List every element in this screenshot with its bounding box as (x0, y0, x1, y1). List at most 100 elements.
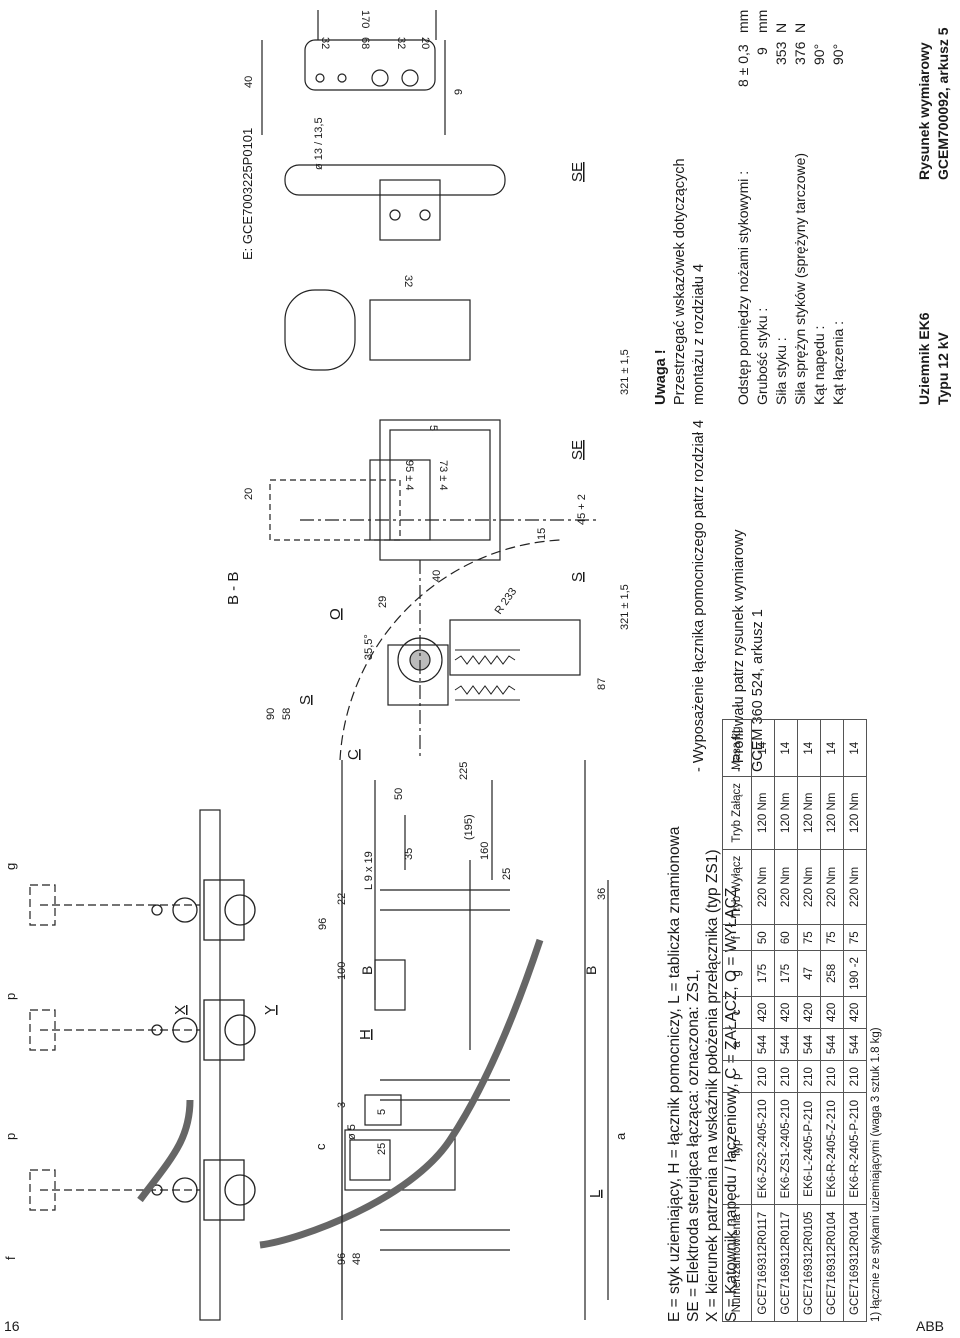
dim-5-b: 5 (427, 425, 439, 431)
cell: GCE7169312R0104 (820, 1204, 844, 1322)
col-order-number: Numer zamówienia (722, 1204, 752, 1322)
dim-f: f (3, 1256, 18, 1260)
cell: 210 (751, 1060, 775, 1093)
cell: 14 (797, 720, 821, 777)
cell: 75 (843, 924, 867, 951)
spec-unit: mm (735, 9, 751, 33)
cell: 420 (843, 996, 867, 1029)
col-mode-off: Tryb Wyłącz (722, 849, 752, 925)
cell: 175 (751, 950, 775, 997)
label-c: C (345, 749, 362, 760)
cell: EK6-R-2405-P-210 (843, 1092, 867, 1205)
cell: 544 (843, 1028, 867, 1061)
cell: 420 (751, 996, 775, 1029)
abb-logo: ABB (916, 1318, 945, 1334)
label-l: L (587, 1190, 604, 1198)
warning: Uwaga ! Przestrzegać wskazówek dotyczący… (652, 158, 709, 405)
cell: GCE7169312R0117 (774, 1204, 798, 1322)
spec-label: Kąt łączenia : (830, 320, 846, 405)
dim-40-b: 40 (243, 76, 255, 88)
drawing-number: GCEM700092, arkusz 5 (935, 27, 951, 180)
section-view (269, 419, 600, 761)
cell: 220 Nm (774, 849, 798, 925)
spec-row: Grubość styku : 9 mm (753, 10, 772, 405)
dim-phi5: ø 5 (346, 1124, 358, 1140)
spec-value: 90° (811, 43, 827, 65)
dim-73: 73 ± 4 (437, 460, 449, 491)
cell: GCE7169312R0105 (797, 1204, 821, 1322)
table-footnote: 1) łącznie ze stykami uziemiającymi (wag… (870, 1027, 882, 1322)
order-table-wrap: Numer zamówienia Typ p a c g f Tryb Wyłą… (722, 720, 882, 1322)
dim-25: 25 (501, 868, 513, 880)
cell: 210 (797, 1060, 821, 1093)
spec-row: Siła styku : 353 N (772, 15, 791, 405)
cell: 120 Nm (797, 776, 821, 850)
spec-unit: mm (754, 9, 770, 33)
label-o: O (327, 608, 344, 620)
dim-100: 100 (336, 962, 348, 980)
cell: 120 Nm (820, 776, 844, 850)
cell: 120 Nm (774, 776, 798, 850)
dim-68: 68 (359, 37, 371, 49)
spec-label: Siła sprężyn styków (sprężyny tarczowe) (792, 152, 808, 405)
cell: 14 (820, 720, 844, 777)
cell: 220 Nm (751, 849, 775, 925)
dim-32: 32 (402, 275, 414, 287)
label-b-2: B (583, 966, 599, 975)
table-header-row: Numer zamówienia Typ p a c g f Tryb Wyłą… (722, 720, 752, 1322)
spec-label: Grubość styku : (754, 307, 770, 405)
spec-unit: N (773, 22, 789, 33)
dim-95: 95 ± 4 (403, 460, 415, 491)
cell: 420 (797, 996, 821, 1029)
col-type: Typ (722, 1092, 752, 1205)
dim-5: 5 (376, 1109, 388, 1115)
cell: 210 (820, 1060, 844, 1093)
label-b-1: B (359, 966, 375, 975)
spec-row: Kąt napędu : 90° (810, 15, 829, 405)
product-type: Typu 12 kV (935, 332, 951, 405)
dim-225: 225 (458, 762, 470, 780)
e-reference: E: GCE7003225P0101 (240, 128, 255, 260)
cell: 75 (797, 924, 821, 951)
dim-40: 40 (431, 570, 443, 582)
dim-170: 170 (359, 10, 371, 28)
legend-line-2: SE = Elektroda sterująca łącząca: oznacz… (685, 969, 702, 1322)
dim-160: 160 (479, 842, 491, 860)
title-block: Uziemnik EK6 Rysunek wymiarowy Typu 12 k… (915, 5, 953, 405)
dim-96-a: 96 (336, 1253, 348, 1265)
contact-detail-view (261, 10, 506, 371)
cell: GCE7169312R0117 (751, 1204, 775, 1322)
spec-label: Odstęp pomiędzy nożami stykowymi : (735, 170, 751, 405)
col-mass: Masa kg (722, 720, 752, 777)
col-f: f (722, 924, 752, 951)
cell: 47 (797, 950, 821, 997)
cell: 14 (774, 720, 798, 777)
dim-15: 15 (536, 528, 548, 540)
dim-29: 29 (377, 596, 389, 608)
cell: 544 (797, 1028, 821, 1061)
legend-line-1: E = styk uziemiający, H = łącznik pomocn… (666, 826, 683, 1323)
dim-phi13: ø 13 / 13,5 (313, 117, 325, 170)
cell: EK6-ZS1-2405-210 (774, 1092, 798, 1205)
dim-96-b: 96 (317, 918, 329, 930)
col-g: g (722, 950, 752, 997)
spec-unit: N (792, 22, 808, 33)
label-y: Y (262, 1005, 279, 1015)
warning-line-1: Przestrzegać wskazówek dotyczących (672, 158, 688, 405)
dim-l9x19: L 9 x 19 (363, 851, 375, 890)
cell: 544 (751, 1028, 775, 1061)
col-a: a (722, 1028, 752, 1061)
warning-line-2: montażu z rozdziału 4 (691, 263, 707, 405)
dim-87: 87 (596, 678, 608, 690)
dim-90: 90 (265, 708, 277, 720)
cell: 220 Nm (797, 849, 821, 925)
cell: 60 (774, 924, 798, 951)
label-se-2: SE (569, 162, 586, 182)
dim-321-b: 321 ± 1,5 (619, 349, 631, 395)
dim-angle: 35,5° (363, 634, 375, 660)
dim-20-b: 20 (419, 37, 431, 49)
